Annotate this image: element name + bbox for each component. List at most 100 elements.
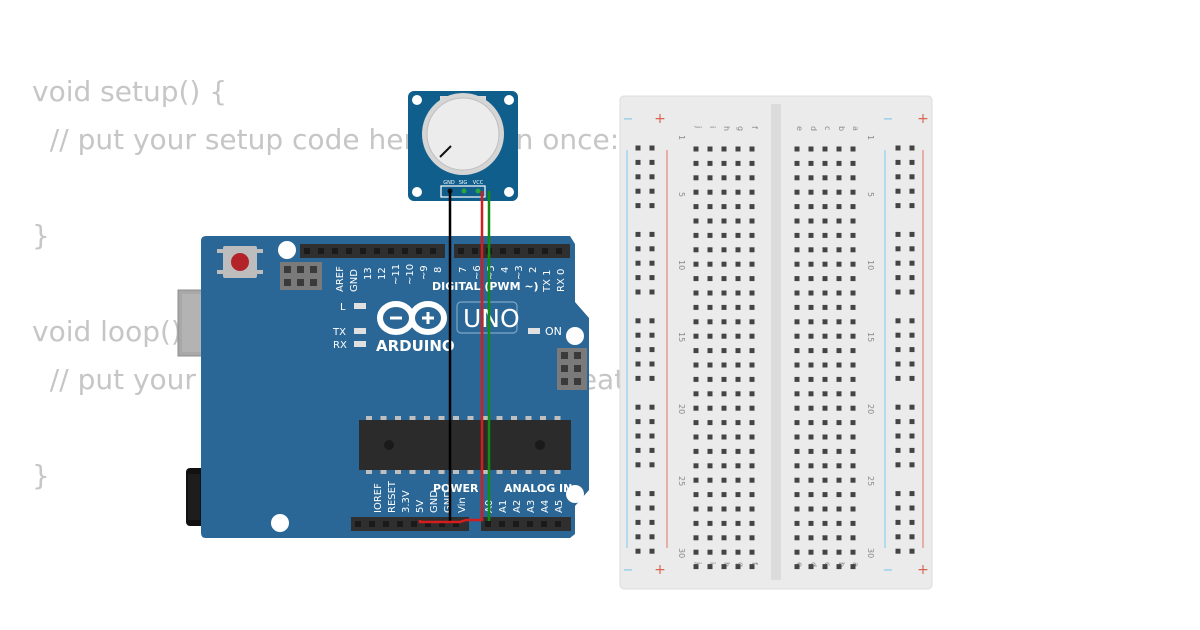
pin-label: GND [429, 490, 440, 513]
breadboard-hole [707, 362, 713, 368]
rail-hole [635, 375, 641, 381]
digital-header[interactable] [300, 244, 570, 258]
rail-plus-label: + [654, 562, 666, 578]
rail-hole [635, 174, 641, 180]
breadboard-hole [735, 376, 741, 382]
column-letter: j [694, 561, 703, 564]
breadboard-hole [850, 276, 856, 282]
mounting-hole [566, 327, 584, 345]
header-pin [472, 248, 478, 254]
breadboard-hole [735, 362, 741, 368]
breadboard-hole [808, 218, 814, 224]
rail-hole [649, 203, 655, 209]
breadboard-hole [693, 218, 699, 224]
breadboard-hole [808, 175, 814, 181]
pot-pin-sig[interactable] [461, 188, 467, 194]
rail-hole [635, 519, 641, 525]
rail-hole [649, 419, 655, 425]
chip-leg [409, 416, 416, 420]
digital-section-label: DIGITAL (PWM ~) [432, 280, 539, 293]
rail-hole [649, 462, 655, 468]
breadboard-hole [822, 204, 828, 210]
chip-leg [467, 416, 474, 420]
breadboard-hole [721, 146, 727, 152]
chip-leg [554, 416, 561, 420]
breadboard-hole [735, 535, 741, 541]
pot-knob[interactable] [426, 97, 500, 171]
breadboard-hole [808, 376, 814, 382]
rail-hole [635, 289, 641, 295]
breadboard-hole [794, 463, 800, 469]
rail-hole [649, 447, 655, 453]
pin-label: ~3 [514, 265, 525, 280]
rail-hole [895, 433, 901, 439]
breadboard-hole [794, 276, 800, 282]
chip-leg [366, 470, 372, 474]
potentiometer[interactable]: GND SIG VCC [408, 91, 518, 201]
breadboard-hole [749, 520, 755, 526]
icsp-pin [561, 365, 568, 372]
breadboard-hole [822, 535, 828, 541]
row-number: 1 [677, 135, 686, 140]
chip-dot [535, 440, 545, 450]
rail-hole [909, 260, 915, 266]
pin-label: 7 [458, 267, 469, 273]
wire-vcc[interactable] [418, 191, 484, 524]
code-line[interactable]: } [32, 219, 50, 252]
header-pin [500, 248, 506, 254]
breadboard[interactable]: − + − + − + − + j i h g f e d c b a j i … [619, 95, 933, 590]
rail-hole [635, 505, 641, 511]
breadboard-hole [707, 448, 713, 454]
breadboard-hole [794, 391, 800, 397]
breadboard-hole [735, 448, 741, 454]
rail-hole [909, 419, 915, 425]
breadboard-holes[interactable] [635, 145, 915, 570]
pin-label: ~5 [486, 265, 497, 280]
code-line[interactable]: } [32, 459, 50, 492]
pin-label: RESET [387, 480, 398, 513]
breadboard-hole [749, 477, 755, 483]
breadboard-hole [836, 564, 842, 570]
breadboard-hole [794, 506, 800, 512]
led-l-label: L [340, 302, 346, 313]
led-on [528, 328, 540, 334]
wires[interactable] [418, 191, 491, 524]
icsp-pin [297, 279, 304, 286]
code-line[interactable]: void setup() { [32, 75, 228, 108]
breadboard-hole [808, 247, 814, 253]
breadboard-hole [735, 146, 741, 152]
breadboard-hole [749, 232, 755, 238]
power-analog-header[interactable] [351, 517, 571, 531]
chip-leg [511, 416, 517, 420]
rail-hole [649, 404, 655, 410]
breadboard-hole [749, 204, 755, 210]
breadboard-hole [707, 319, 713, 325]
breadboard-hole [735, 175, 741, 181]
breadboard-hole [735, 564, 741, 570]
rail-hole [649, 347, 655, 353]
breadboard-hole [794, 348, 800, 354]
rail-hole [649, 505, 655, 511]
breadboard-hole [808, 391, 814, 397]
header-pin [555, 521, 561, 527]
header-pin [527, 521, 533, 527]
breadboard-hole [794, 304, 800, 310]
header-pin [383, 521, 389, 527]
breadboard-hole [808, 160, 814, 166]
breadboard-hole [707, 477, 713, 483]
pot-pin-vcc[interactable] [475, 188, 481, 194]
breadboard-hole [735, 189, 741, 195]
arduino-uno[interactable]: AREF GND 13 12 ~11 ~10 ~9 8 7 ~6 ~5 4 ~3… [177, 236, 589, 538]
breadboard-hole [749, 362, 755, 368]
breadboard-hole [850, 304, 856, 310]
breadboard-hole [822, 492, 828, 498]
column-letter: e [795, 126, 804, 131]
header-strip [481, 517, 571, 531]
pin-label: IOREF [373, 483, 384, 513]
breadboard-hole [850, 448, 856, 454]
rail-hole [649, 174, 655, 180]
breadboard-hole [850, 549, 856, 555]
breadboard-hole [749, 506, 755, 512]
breadboard-hole [794, 376, 800, 382]
